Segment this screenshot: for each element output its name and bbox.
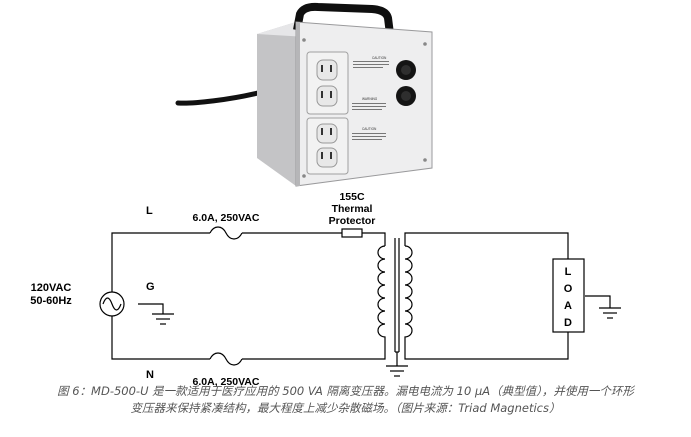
secondary-bottom-wire xyxy=(404,332,569,360)
fuse-bottom-symbol xyxy=(209,352,243,366)
front-panel-shade xyxy=(296,22,300,186)
outlet-top-slot xyxy=(321,91,323,98)
svg-text:WARNING: WARNING xyxy=(362,97,378,101)
ground-label: G xyxy=(146,281,155,293)
caution-label-top: CAUTION xyxy=(353,56,389,68)
protector-name-label-1: Thermal xyxy=(332,203,373,215)
transformer-primary-coil xyxy=(377,245,386,343)
outlet-top-slot xyxy=(330,91,332,98)
ac-source-symbol xyxy=(99,291,125,317)
secondary-top-wire xyxy=(404,232,569,259)
power-cord xyxy=(175,89,265,106)
fuse-top-symbol xyxy=(209,226,243,240)
load-letter: L xyxy=(565,266,572,278)
protector-name-label-2: Protector xyxy=(329,215,376,227)
load-ground-wire xyxy=(585,295,611,308)
primary-line-wire xyxy=(111,232,386,292)
outlet-top-slot xyxy=(330,65,332,72)
screw xyxy=(302,174,306,178)
primary-neutral-wire xyxy=(111,316,386,360)
screw xyxy=(423,42,427,46)
source-ground-wire xyxy=(138,303,164,314)
screw xyxy=(302,38,306,42)
transformer-core xyxy=(394,238,400,353)
carry-handle xyxy=(293,2,394,35)
outlet-bottom-slot xyxy=(321,152,323,159)
load-letter: D xyxy=(564,317,572,329)
load-letter: O xyxy=(564,283,573,295)
source-voltage-label: 120VAC xyxy=(31,282,72,294)
caption-line-2: 变压器来保持紧凑结构，最大程度上减少杂散磁场。（图片来源：Triad Magne… xyxy=(130,401,561,415)
caption-line-1: 图 6：MD-500-U 是一款适用于医疗应用的 500 VA 隔离变压器。漏电… xyxy=(57,384,634,398)
ground-symbol-core xyxy=(386,365,408,377)
svg-text:CAUTION: CAUTION xyxy=(372,56,387,60)
case-left-side xyxy=(257,22,296,186)
fuse-top-label: 6.0A, 250VAC xyxy=(193,212,260,224)
outlet-bottom-slot xyxy=(330,128,332,135)
outlet-bottom-slot xyxy=(321,128,323,135)
ground-symbol-load xyxy=(599,307,621,319)
fuse-bottom-label: 6.0A, 250VAC xyxy=(193,376,260,388)
figure-caption: 图 6：MD-500-U 是一款适用于医疗应用的 500 VA 隔离变压器。漏电… xyxy=(0,383,691,417)
warning-label-middle: WARNING xyxy=(352,97,386,110)
outlet-top-slot xyxy=(321,65,323,72)
load-letter: A xyxy=(564,300,572,312)
neutral-label: N xyxy=(146,369,154,381)
ground-symbol-source xyxy=(152,313,174,325)
screw xyxy=(423,158,427,162)
transformer-secondary-coil xyxy=(404,245,413,343)
line-label: L xyxy=(146,205,153,217)
transformer-photo: CAUTION WARNING CAUTION xyxy=(175,2,433,187)
thermal-protector-symbol xyxy=(341,228,363,238)
caution-label-bottom: CAUTION xyxy=(352,127,386,140)
protector-rating-label: 155C xyxy=(339,191,365,203)
svg-text:CAUTION: CAUTION xyxy=(362,127,377,131)
load-box xyxy=(552,258,585,333)
outlet-bottom-slot xyxy=(330,152,332,159)
source-frequency-label: 50-60Hz xyxy=(30,295,72,307)
